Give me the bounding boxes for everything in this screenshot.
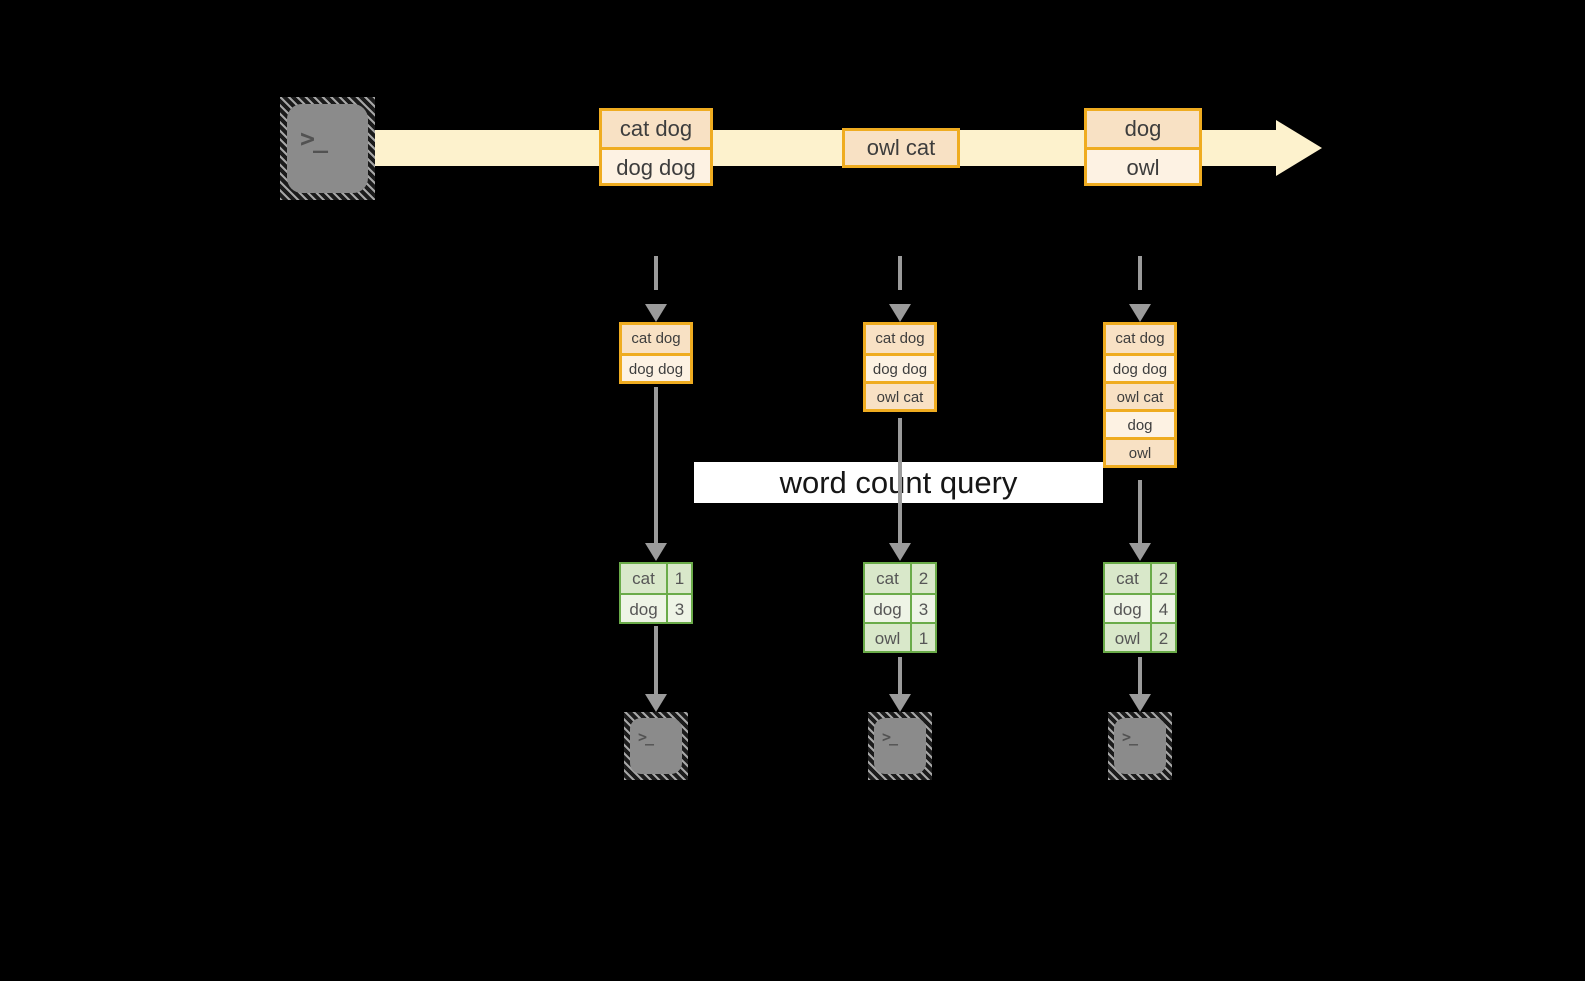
count-table-row: cat 2 — [1105, 564, 1175, 593]
sink-arrow-line — [654, 626, 658, 694]
query-arrow-line — [1138, 480, 1142, 543]
terminal-screen: >_ — [1114, 718, 1166, 774]
terminal-screen: >_ — [874, 718, 926, 774]
count-value-cell: 2 — [1150, 564, 1175, 593]
state-row: owl cat — [866, 381, 934, 409]
down-arrow-dashed-head-icon — [889, 304, 911, 322]
count-word-cell: cat — [632, 569, 655, 588]
state-row: cat dog — [866, 325, 934, 353]
down-arrow-dashed-line — [1138, 256, 1142, 300]
message-row: cat dog — [602, 111, 710, 147]
message-row: owl — [1087, 147, 1199, 183]
count-value-cell: 4 — [1150, 595, 1175, 622]
message-row: dog — [1087, 111, 1199, 147]
state-row: dog dog — [1106, 353, 1174, 381]
count-value-cell: 3 — [910, 595, 935, 622]
query-arrow-head-icon — [889, 543, 911, 561]
state-row: owl — [1106, 437, 1174, 465]
shell-prompt-icon: >_ — [882, 728, 898, 746]
terminal-sink-icon: >_ — [1108, 712, 1172, 780]
stream-arrow-head-icon — [1276, 120, 1322, 176]
count-value-cell: 2 — [910, 564, 935, 593]
stream-event-box: owl cat — [842, 128, 960, 168]
count-value-cell: 3 — [666, 595, 691, 622]
terminal-sink-icon: >_ — [624, 712, 688, 780]
terminal-source-icon: >_ — [280, 97, 375, 200]
down-arrow-dashed-line — [898, 256, 902, 300]
count-value-cell: 1 — [910, 624, 935, 651]
state-row: cat dog — [1106, 325, 1174, 353]
sink-arrow-head-icon — [1129, 694, 1151, 712]
query-arrow-line — [898, 418, 902, 543]
count-word-cell: cat — [1116, 569, 1139, 588]
count-table-row: owl 1 — [865, 622, 935, 651]
word-count-table: cat 1 dog 3 — [619, 562, 693, 624]
state-row: dog dog — [622, 353, 690, 381]
query-arrow-head-icon — [1129, 543, 1151, 561]
state-row: owl cat — [1106, 381, 1174, 409]
word-count-table: cat 2 dog 4 owl 2 — [1103, 562, 1177, 653]
query-arrow-head-icon — [645, 543, 667, 561]
state-row: dog dog — [866, 353, 934, 381]
terminal-screen: >_ — [287, 104, 368, 193]
count-word-cell: owl — [1114, 629, 1141, 648]
count-table-row: dog 3 — [621, 593, 691, 622]
down-arrow-dashed-head-icon — [1129, 304, 1151, 322]
shell-prompt-icon: >_ — [300, 124, 328, 153]
query-arrow-line — [654, 387, 658, 543]
sink-arrow-head-icon — [889, 694, 911, 712]
state-row: dog — [1106, 409, 1174, 437]
count-value-cell: 1 — [666, 564, 691, 593]
count-value-cell: 2 — [1150, 624, 1175, 651]
terminal-sink-icon: >_ — [868, 712, 932, 780]
terminal-screen: >_ — [630, 718, 682, 774]
count-word-cell: dog — [1113, 600, 1142, 619]
count-word-cell: cat — [876, 569, 899, 588]
count-word-cell: dog — [873, 600, 902, 619]
message-row: dog dog — [602, 147, 710, 183]
shell-prompt-icon: >_ — [638, 728, 654, 746]
sink-arrow-line — [898, 657, 902, 694]
sink-arrow-head-icon — [645, 694, 667, 712]
shell-prompt-icon: >_ — [1122, 728, 1138, 746]
count-table-row: dog 3 — [865, 593, 935, 622]
count-table-row: cat 1 — [621, 564, 691, 593]
count-word-cell: dog — [629, 600, 658, 619]
sink-arrow-line — [1138, 657, 1142, 694]
state-row: cat dog — [622, 325, 690, 353]
count-table-row: owl 2 — [1105, 622, 1175, 651]
count-table-row: cat 2 — [865, 564, 935, 593]
count-word-cell: owl — [874, 629, 901, 648]
count-table-row: dog 4 — [1105, 593, 1175, 622]
message-row: owl cat — [845, 131, 957, 165]
down-arrow-dashed-head-icon — [645, 304, 667, 322]
word-count-table: cat 2 dog 3 owl 1 — [863, 562, 937, 653]
down-arrow-dashed-line — [654, 256, 658, 300]
